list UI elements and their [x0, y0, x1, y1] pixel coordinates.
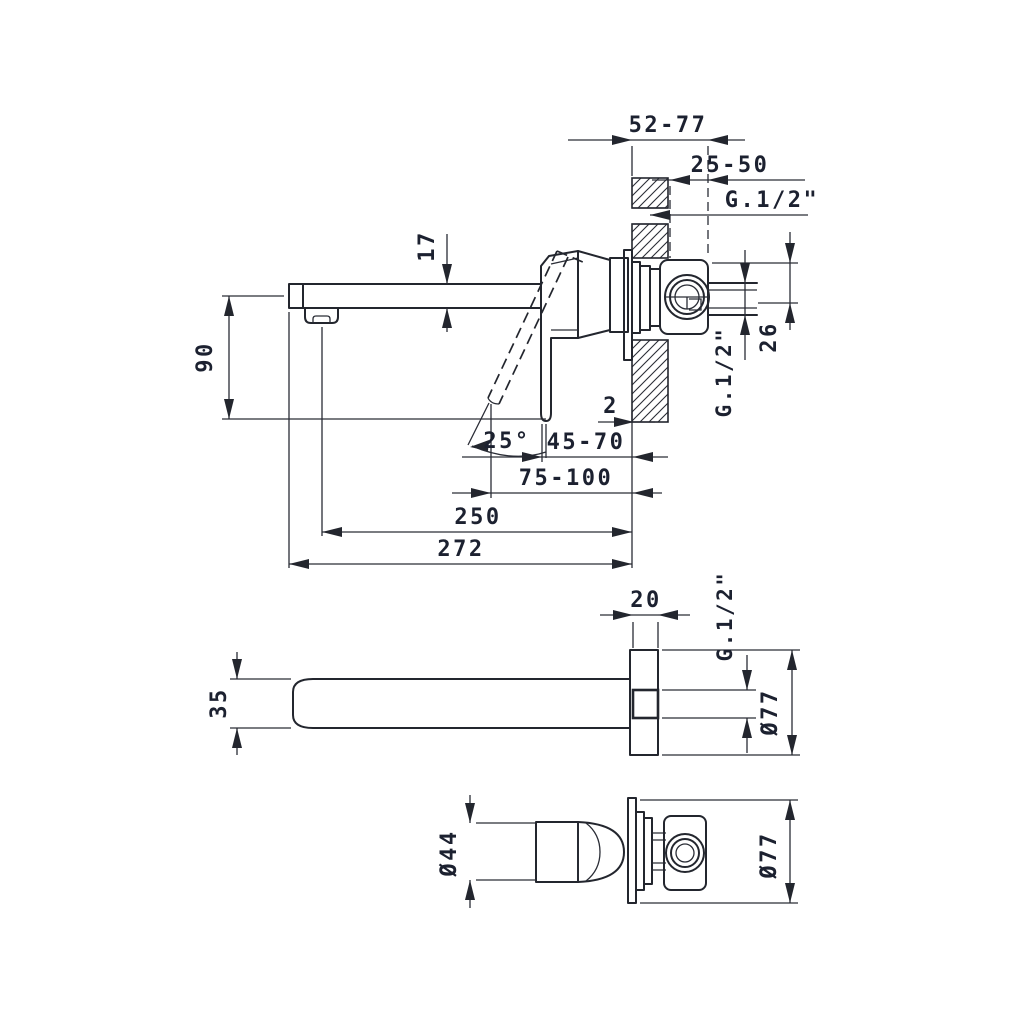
side-outlet-pipe — [707, 282, 758, 316]
dim-label-clearance-closed: 45-70 — [547, 430, 626, 455]
dim-label-plate-diameter-bottom: Ø77 — [757, 831, 782, 879]
dim-label-thread-mid: G.1/2" — [713, 571, 737, 662]
aerator-outline — [304, 307, 339, 324]
dim-label-handle-angle: 25° — [483, 429, 530, 454]
dim-label-plate-thickness: 20 — [630, 588, 662, 613]
wall-plate-plan-2 — [627, 797, 637, 904]
dim-label-plate-diameter-mid: Ø77 — [758, 688, 783, 736]
dim-label-spout-drop: 90 — [193, 341, 218, 373]
dim-finished-depth: 25-50 — [652, 153, 805, 185]
dim-plate-diameter-bottom: Ø77 — [757, 800, 795, 903]
dim-rough-depth: 52-77 — [568, 113, 745, 145]
dim-label-clearance-open: 75-100 — [519, 466, 613, 491]
dim-label-spout-reach: 250 — [454, 505, 501, 530]
dim-label-rough-depth: 52-77 — [629, 113, 708, 138]
dim-label-finished-depth: 25-50 — [691, 153, 770, 178]
dim-label-spout-width: 35 — [207, 687, 232, 719]
dim-outlet-offset: 26 — [757, 232, 795, 353]
dim-spout-reach: 250 — [322, 505, 632, 537]
dim-label-spout-thickness: 17 — [415, 230, 440, 262]
handle-open-dashed — [487, 250, 586, 405]
dim-label-overall-length: 272 — [437, 537, 484, 562]
dim-plate-diameter-mid: Ø77 — [758, 650, 797, 755]
dim-plate-gap: 2 — [598, 394, 655, 427]
dim-clearance-closed: 45-70 — [462, 430, 668, 462]
valve-body-outline — [577, 249, 758, 361]
wall-section-hatch — [631, 177, 669, 423]
concealed-valve-block-plan — [663, 815, 707, 891]
dim-thread-side: G.1/2" — [712, 250, 750, 417]
dim-plate-thickness: 20 — [600, 588, 690, 620]
side-elevation-view: 52-77 25-50 G.1/2" 17 90 — [193, 113, 819, 569]
valve-plan-view: Ø44 Ø77 — [437, 795, 798, 908]
dim-label-thread-side: G.1/2" — [712, 327, 736, 418]
spout-side-outline — [288, 283, 542, 324]
dim-label-outlet-offset: 26 — [757, 321, 782, 353]
dim-spout-width: 35 — [207, 652, 242, 755]
dim-label-plate-gap: 2 — [603, 394, 619, 419]
dim-thread-mid: G.1/2" — [713, 571, 752, 753]
dim-handle-angle: 25° — [470, 429, 547, 457]
spout-plan-outline — [292, 649, 660, 756]
dim-handle-diameter: Ø44 — [437, 795, 475, 908]
valve-plan-outline — [627, 797, 707, 904]
dim-spout-thickness: 17 — [415, 230, 452, 332]
dim-clearance-open: 75-100 — [452, 466, 662, 498]
handle-plan-outline — [535, 821, 625, 883]
dim-label-handle-diameter: Ø44 — [437, 829, 462, 877]
dim-spout-drop: 90 — [193, 296, 234, 419]
dim-overall-length: 272 — [289, 537, 632, 569]
handle-closed-outline — [540, 250, 579, 422]
dim-thread-top: G.1/2" — [650, 188, 819, 220]
spout-plan-view: 20 35 G.1/2" Ø77 — [207, 571, 800, 756]
inlet-connector-square — [631, 688, 660, 720]
dim-label-thread-top: G.1/2" — [725, 188, 819, 213]
